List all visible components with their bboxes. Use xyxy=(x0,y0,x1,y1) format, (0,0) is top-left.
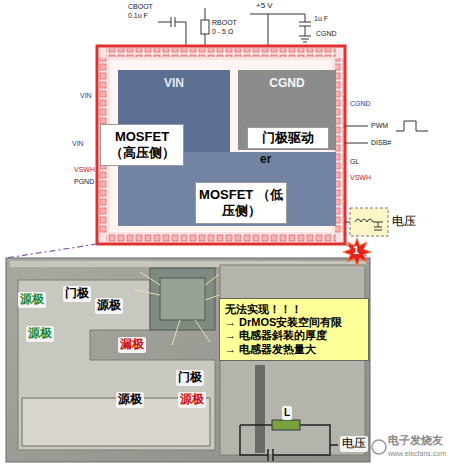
die-edge xyxy=(255,365,265,453)
pin-name: CGND xyxy=(350,100,371,108)
component-value: 0 - 5 Ω xyxy=(212,28,233,36)
output-filter-box xyxy=(350,208,388,236)
zoom-leader xyxy=(6,244,370,258)
note-box: 无法实现！！！→ DrMOS安装空间有限→ 电感器斜装的厚度→ 电感器发热量大 xyxy=(219,298,369,361)
label-box: MOSFET （低压侧） xyxy=(195,182,287,224)
terminal-label: 源极 xyxy=(116,392,144,408)
supply-label: +5 V xyxy=(256,1,273,10)
driver-chip xyxy=(150,268,215,330)
watermark-logo xyxy=(372,440,386,454)
node-text: VIN xyxy=(164,76,184,90)
component-value: CBOOT xyxy=(128,3,153,11)
node-text: CGND xyxy=(269,76,304,90)
node-text: MOSFET （高压侧） xyxy=(103,129,181,160)
terminal-label: 源极 xyxy=(178,392,206,408)
node-text: → 电感器斜装的厚度 xyxy=(225,329,327,342)
watermark: 电子发烧友 xyxy=(388,434,443,447)
signal-name: DISB# xyxy=(371,139,391,147)
component-value: 0.1u F xyxy=(128,12,148,20)
terminal-label: 源极 xyxy=(26,326,54,342)
inductor-symbol xyxy=(272,420,300,430)
node-text: 门极驱动 xyxy=(262,130,314,146)
pin-name: VSWH xyxy=(350,174,371,182)
node-text: 无法实现！！！ xyxy=(225,303,302,316)
driver-die xyxy=(160,278,205,320)
callout-burst xyxy=(343,238,371,266)
inductor-symbol xyxy=(355,219,383,230)
label-box: 门极驱动 xyxy=(247,127,329,149)
pin-name: GL xyxy=(350,158,359,166)
node-text: → 电感器发热量大 xyxy=(225,343,316,356)
pin-name: VSWH xyxy=(74,166,95,174)
terminal-label: 源极 xyxy=(18,292,46,308)
terminal-label: 漏极 xyxy=(118,337,146,353)
pin-row xyxy=(106,234,336,243)
die-photo xyxy=(6,258,370,462)
voltage-label: 电压 xyxy=(392,215,416,229)
drmos-package xyxy=(97,46,345,244)
component-value: 1u F xyxy=(314,15,328,23)
node-text: er xyxy=(260,152,271,166)
boot-wiring xyxy=(158,8,311,46)
watermark: www.elecfans.com xyxy=(388,450,446,458)
component-label: L xyxy=(282,406,292,420)
signal-name: CGND xyxy=(316,30,337,38)
component-value: RBOOT xyxy=(212,19,237,27)
bond-wires xyxy=(135,272,228,345)
pin-row xyxy=(106,48,336,57)
label-box: MOSFET （高压侧） xyxy=(100,124,184,166)
terminal-label: 门极 xyxy=(63,286,91,302)
terminal-label: 门极 xyxy=(176,370,204,386)
pin-name: VIN xyxy=(72,140,84,148)
pin-name: VIN xyxy=(80,92,92,100)
signal-name: PWM xyxy=(371,122,388,130)
signal-wiring xyxy=(345,121,428,222)
node-text: → DrMOS安装空间有限 xyxy=(225,316,342,329)
terminal-label: 源极 xyxy=(95,298,123,314)
voltage-label: 电压 xyxy=(340,436,368,452)
pin-column xyxy=(335,58,344,234)
pin-name: PGND xyxy=(74,178,94,186)
node-text: MOSFET （低压侧） xyxy=(198,187,284,218)
callout-number: 1 xyxy=(353,244,359,257)
